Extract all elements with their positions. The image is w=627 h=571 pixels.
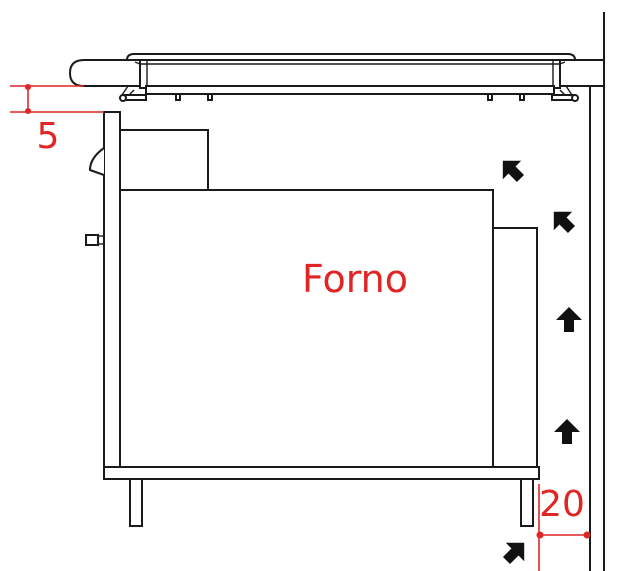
oven-control-box — [119, 129, 209, 191]
oven-rear-section — [492, 227, 538, 468]
arrow-icon — [502, 542, 525, 565]
bracket-right — [551, 85, 579, 102]
dimension-back-gap — [536, 484, 591, 571]
arrow-icon — [502, 160, 525, 183]
cabinet-leg-left — [129, 478, 143, 527]
oven-label: Forno — [302, 257, 408, 301]
cabinet-back-wall — [589, 12, 605, 571]
dimension-top-label: 5 — [37, 116, 60, 157]
dimension-back-label: 20 — [539, 484, 585, 525]
arrow-icon — [553, 211, 576, 234]
cabinet-leg-right — [520, 478, 534, 527]
oven-front — [85, 111, 121, 468]
arrow-icon — [556, 307, 582, 332]
oven-body — [119, 189, 494, 468]
cabinet-shelf — [103, 466, 540, 480]
airflow-arrows — [502, 160, 582, 565]
dimension-top-gap — [10, 84, 104, 114]
cooktop — [125, 53, 577, 101]
bracket-left — [118, 85, 147, 102]
arrow-icon — [554, 419, 580, 444]
